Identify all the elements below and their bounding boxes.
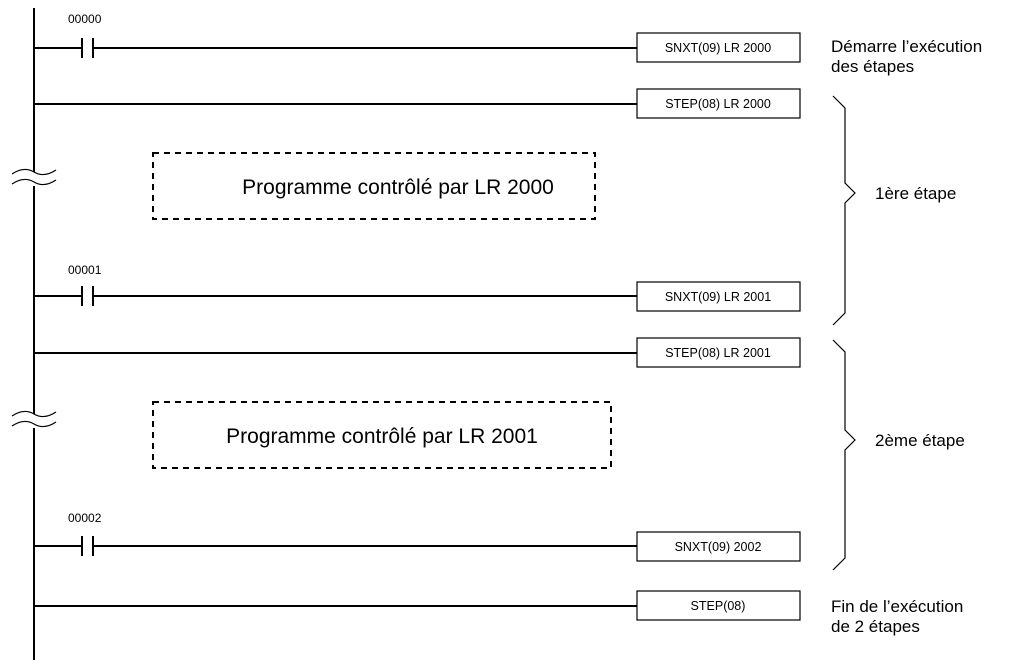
step-brace (832, 339, 856, 571)
no-contact-icon (81, 38, 94, 58)
rung: STEP(08) LR 2001 (34, 337, 801, 368)
annotation-line: des étapes (831, 57, 914, 76)
rail-break-symbol (11, 168, 57, 186)
instruction-label: STEP(08) (691, 599, 746, 613)
no-contact-icon (81, 286, 94, 306)
step-brace (832, 95, 856, 326)
rung: 00002 SNXT(09) 2002 (34, 511, 801, 562)
instruction-label: SNXT(09) LR 2000 (665, 41, 771, 55)
rung: 00000 SNXT(09) LR 2000 (34, 12, 801, 63)
rung: STEP(08) LR 2000 (34, 88, 801, 119)
program-block-label: Programme contrôlé par LR 2001 (226, 425, 538, 448)
program-block: Programme contrôlé par LR 2000 (152, 152, 596, 220)
step-label: 1ère étape (875, 184, 956, 203)
annotation-line: Fin de l’exécution (831, 597, 963, 616)
instruction-label: SNXT(09) LR 2001 (665, 290, 771, 304)
rung: 00001 SNXT(09) LR 2001 (34, 263, 801, 312)
instruction-label: SNXT(09) 2002 (675, 540, 762, 554)
instruction-box (636, 337, 801, 368)
contact-address: 00002 (68, 511, 102, 525)
start-annotation: Démarre l’exécution des étapes (831, 37, 987, 76)
instruction-label: STEP(08) LR 2001 (665, 346, 771, 360)
end-annotation: Fin de l’exécution de 2 étapes (831, 597, 968, 636)
instruction-label: STEP(08) LR 2000 (665, 97, 771, 111)
instruction-box (636, 88, 801, 119)
program-block: Programme contrôlé par LR 2001 (152, 401, 612, 469)
instruction-box (636, 32, 801, 63)
no-contact-icon (81, 536, 94, 556)
rung: STEP(08) (34, 590, 801, 621)
instruction-box (636, 281, 801, 312)
contact-address: 00000 (68, 12, 102, 26)
annotation-line: de 2 étapes (831, 617, 920, 636)
instruction-box (636, 590, 801, 621)
step-label: 2ème étape (875, 431, 965, 450)
annotation-line: Démarre l’exécution (831, 37, 982, 56)
contact-address: 00001 (68, 263, 102, 277)
program-block-label: Programme contrôlé par LR 2000 (242, 176, 554, 199)
rail-break-symbol (11, 410, 57, 428)
instruction-box (636, 531, 801, 562)
